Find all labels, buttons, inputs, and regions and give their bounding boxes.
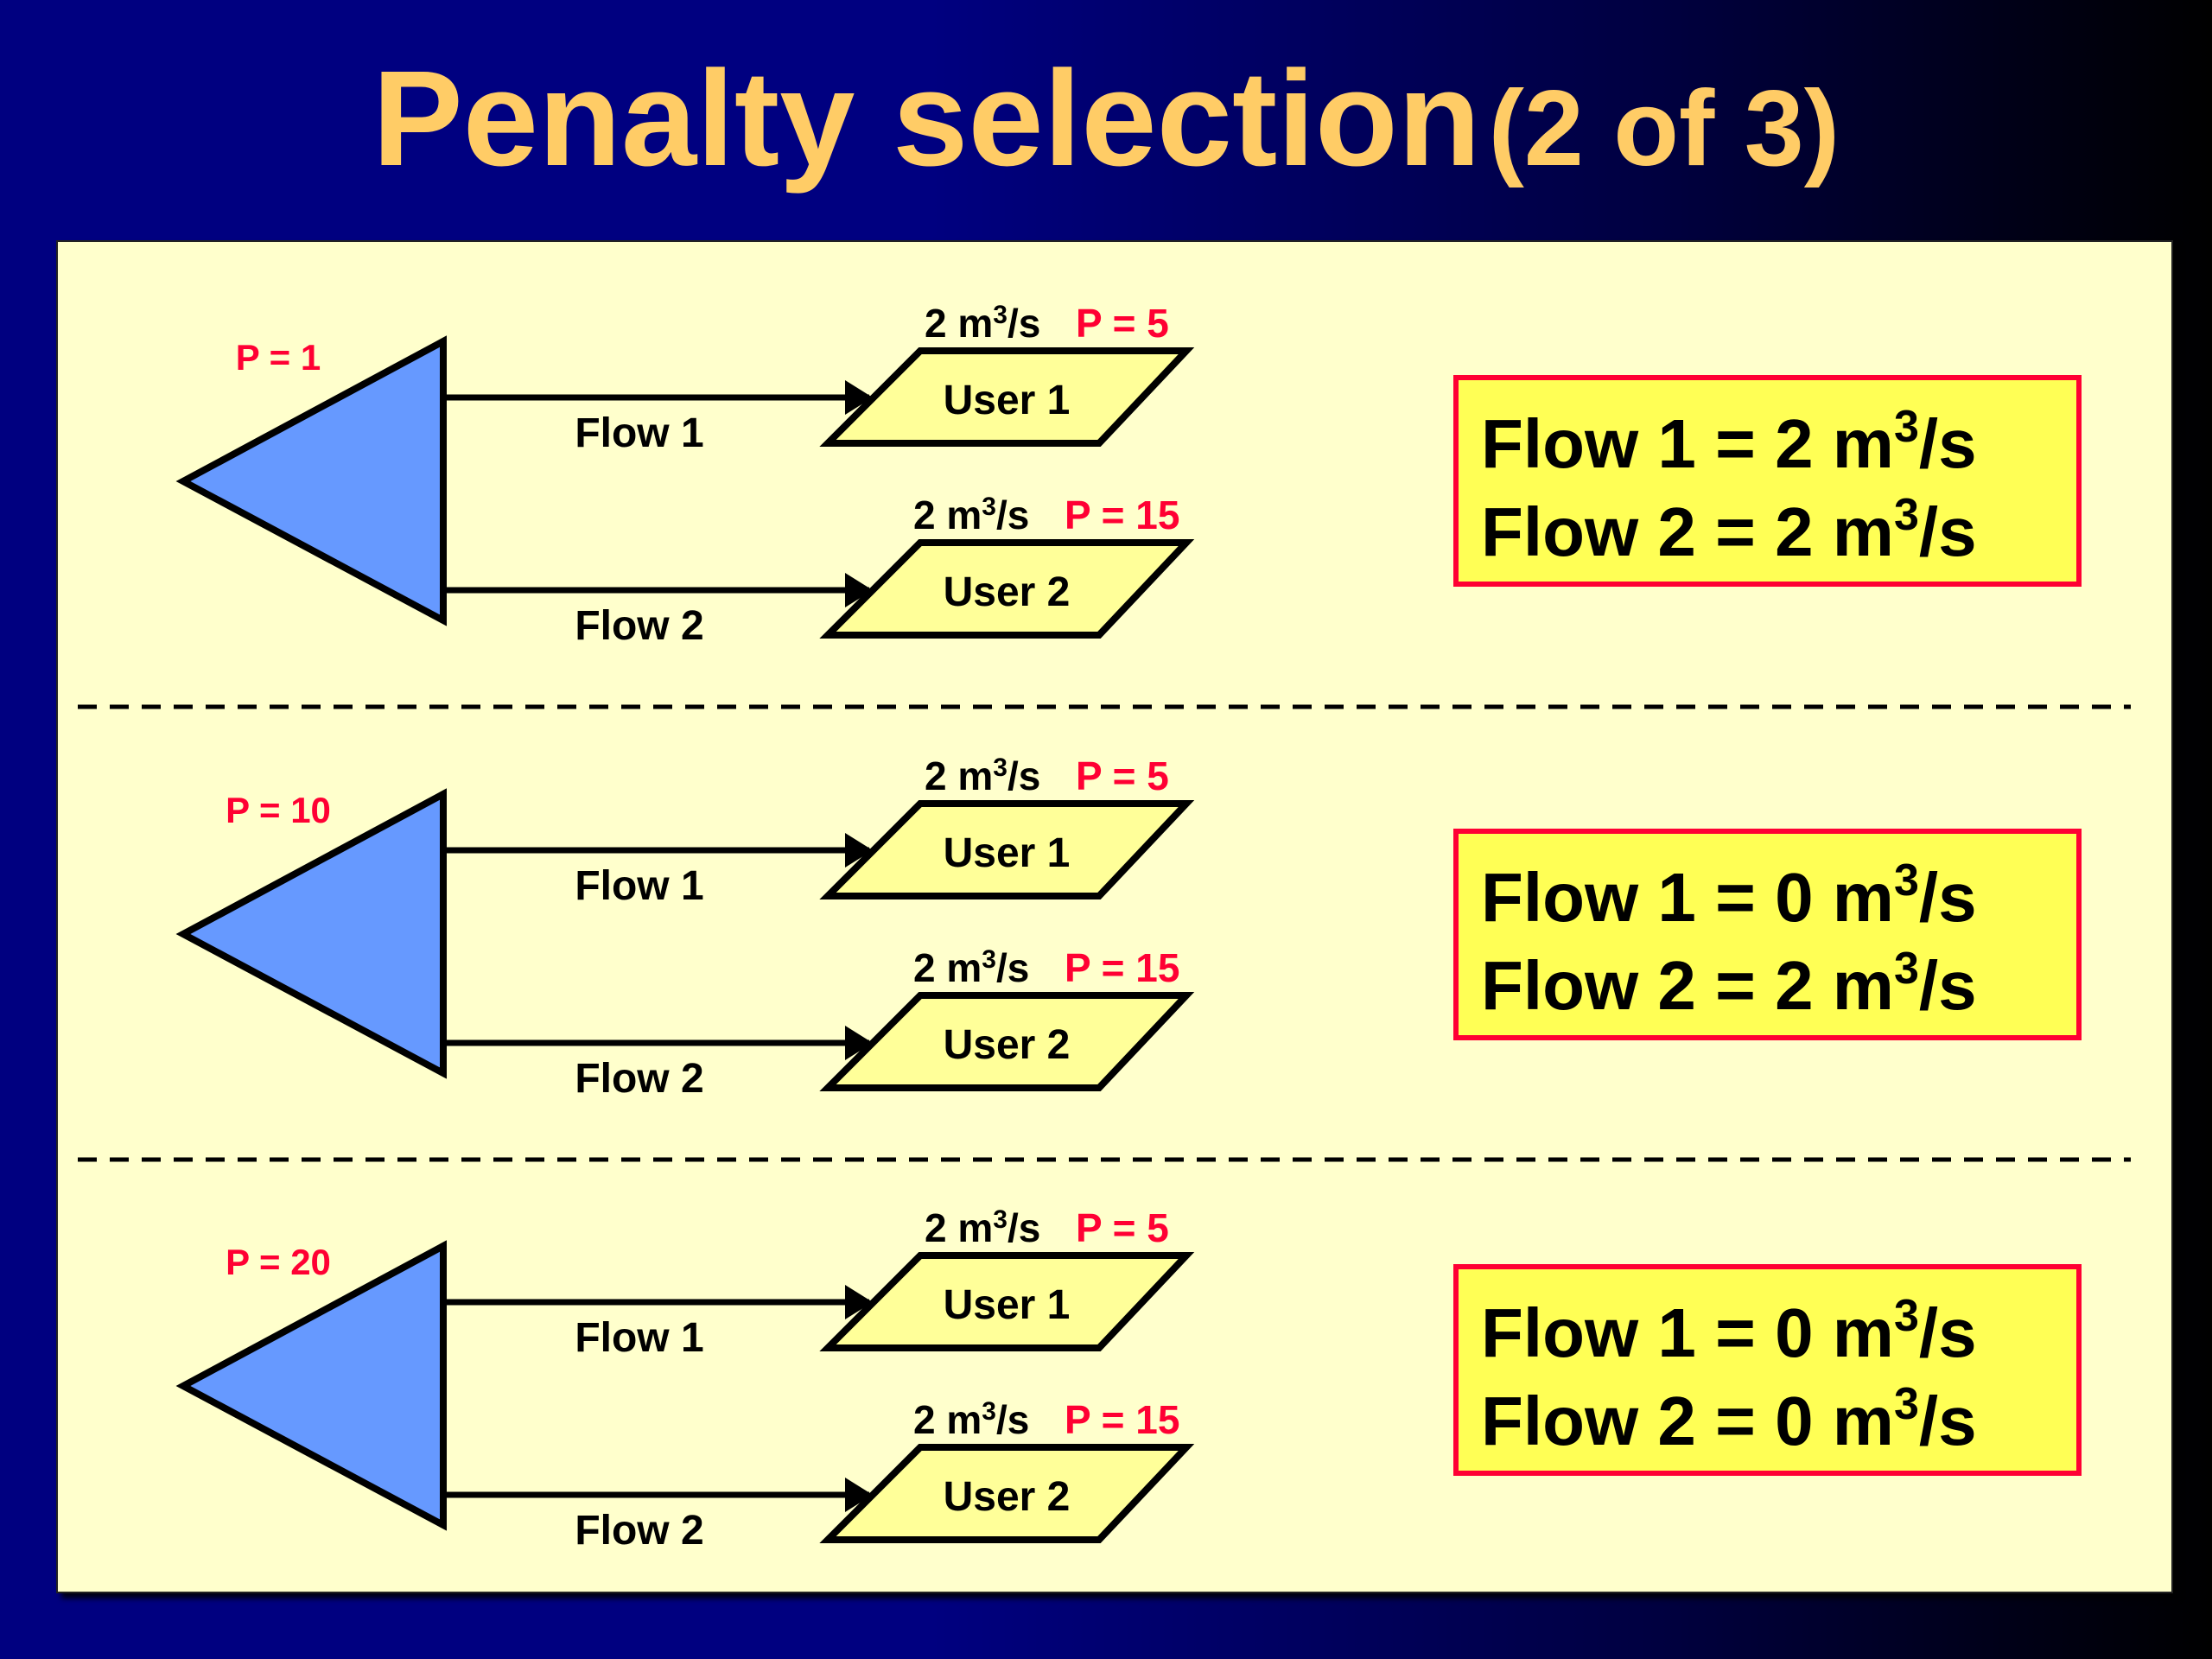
result-exponent: 3 — [1893, 1291, 1919, 1341]
result-flow-2: Flow 2 = 0 m3/s — [1481, 1382, 1977, 1456]
user-2-label: User 2 — [944, 1474, 1071, 1520]
user-2-label: User 2 — [944, 1022, 1071, 1068]
user-2-demand: 2 m3/s — [913, 493, 1029, 537]
result-unit: /s — [1918, 493, 1977, 570]
result-flow-1: Flow 1 = 2 m3/s — [1481, 404, 1977, 479]
result-unit: /s — [1918, 405, 1977, 482]
result-exponent: 3 — [1893, 402, 1919, 452]
user-1-penalty: P = 5 — [1076, 301, 1169, 346]
arrowhead-icon — [845, 1285, 873, 1319]
user-2-node — [819, 1444, 1195, 1543]
user-1-label: User 1 — [944, 378, 1071, 423]
result-flow-2: Flow 2 = 2 m3/s — [1481, 946, 1977, 1020]
result-unit: /s — [1918, 859, 1977, 936]
arrowhead-icon — [845, 380, 873, 415]
result-exponent: 3 — [1893, 855, 1919, 906]
flow-2-label: Flow 2 — [575, 1056, 703, 1102]
result-exponent: 3 — [1893, 490, 1919, 540]
source-penalty-label: P = 20 — [226, 1242, 331, 1282]
title-subtitle: (2 of 3) — [1488, 69, 1840, 188]
result-value: Flow 1 = 2 m — [1481, 405, 1894, 482]
user-1-label: User 1 — [944, 1282, 1071, 1328]
user-1-node — [819, 1252, 1195, 1351]
arrowhead-icon — [845, 573, 873, 607]
user-2-penalty: P = 15 — [1065, 493, 1179, 537]
result-value: Flow 1 = 0 m — [1481, 859, 1894, 936]
user-1-demand: 2 m3/s — [925, 1205, 1040, 1250]
flow-1-label: Flow 1 — [575, 410, 703, 456]
source-penalty-label: P = 10 — [226, 790, 331, 830]
user-2-label: User 2 — [944, 569, 1071, 615]
flow-1-label: Flow 1 — [575, 1315, 703, 1361]
scenario-1: P = 1 User 1 2 m3/s P = 5 Flow 1 User 2 2 m3/s… — [175, 301, 1195, 649]
flow-1-label: Flow 1 — [575, 863, 703, 909]
arrowhead-icon — [845, 833, 873, 868]
user-2-node — [819, 992, 1195, 1091]
source-reservoir-triangle — [175, 335, 447, 626]
user-1-label: User 1 — [944, 830, 1071, 876]
result-flow-1: Flow 1 = 0 m3/s — [1481, 858, 1977, 932]
result-value: Flow 1 = 0 m — [1481, 1294, 1894, 1371]
scenario-3: P = 20 User 1 2 m3/s P = 5 Flow 1 User 2 2 m3/… — [175, 1205, 1195, 1554]
result-value: Flow 2 = 2 m — [1481, 493, 1894, 570]
arrowhead-icon — [845, 1026, 873, 1060]
result-unit: /s — [1918, 947, 1977, 1024]
user-2-demand: 2 m3/s — [913, 945, 1029, 990]
result-exponent: 3 — [1893, 944, 1919, 994]
user-1-penalty: P = 5 — [1076, 1205, 1169, 1250]
result-unit: /s — [1918, 1294, 1977, 1371]
scenario-2: P = 10 User 1 2 m3/s P = 5 Flow 1 User 2 2 m3/… — [175, 753, 1195, 1102]
result-flow-1: Flow 1 = 0 m3/s — [1481, 1294, 1977, 1368]
slide-title: Penalty selection (2 of 3) — [0, 41, 2212, 197]
user-2-demand: 2 m3/s — [913, 1397, 1029, 1442]
user-1-demand: 2 m3/s — [925, 301, 1040, 346]
flow-2-label: Flow 2 — [575, 603, 703, 649]
flow-2-label: Flow 2 — [575, 1508, 703, 1554]
user-1-demand: 2 m3/s — [925, 753, 1040, 798]
user-1-node — [819, 347, 1195, 447]
result-unit: /s — [1918, 1382, 1977, 1459]
user-1-penalty: P = 5 — [1076, 753, 1169, 798]
arrowhead-icon — [845, 1478, 873, 1512]
title-main: Penalty selection — [372, 43, 1481, 194]
user-2-penalty: P = 15 — [1065, 1397, 1179, 1442]
result-exponent: 3 — [1893, 1379, 1919, 1429]
result-value: Flow 2 = 2 m — [1481, 947, 1894, 1024]
user-1-node — [819, 800, 1195, 899]
result-flow-2: Flow 2 = 2 m3/s — [1481, 493, 1977, 567]
result-value: Flow 2 = 0 m — [1481, 1382, 1894, 1459]
user-2-node — [819, 539, 1195, 639]
user-2-penalty: P = 15 — [1065, 945, 1179, 990]
source-reservoir-triangle — [175, 788, 447, 1079]
source-penalty-label: P = 1 — [236, 337, 321, 378]
source-reservoir-triangle — [175, 1240, 447, 1531]
